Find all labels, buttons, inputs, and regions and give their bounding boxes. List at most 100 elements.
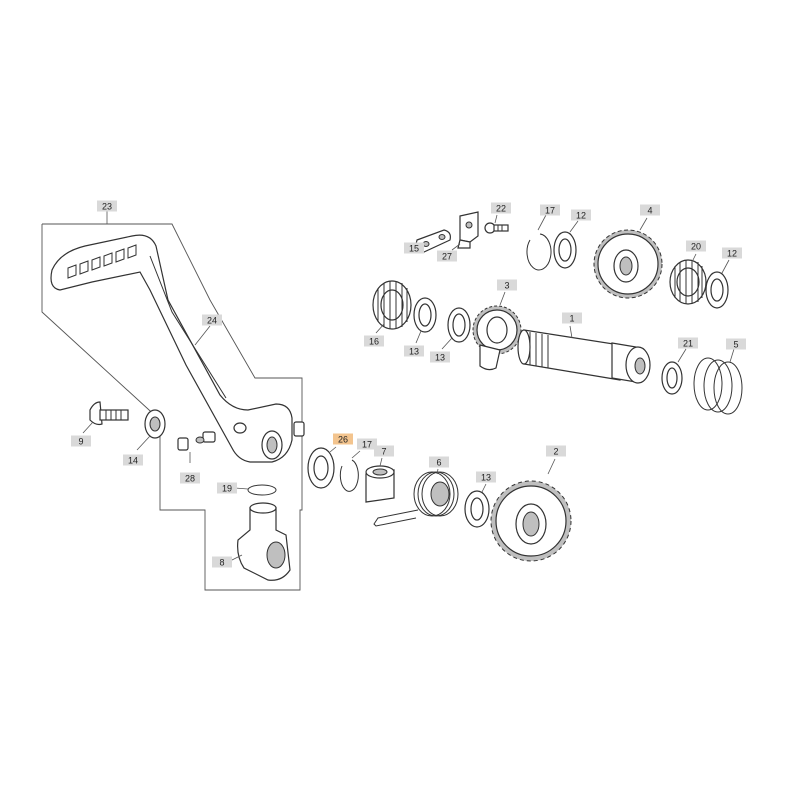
callout-number-27: 27: [442, 252, 452, 262]
callout-number-13b: 13: [435, 353, 445, 363]
callout-1: 1: [562, 312, 582, 324]
callout-box-23: [97, 200, 117, 212]
callout-box-24: [202, 314, 222, 326]
callout-22: 22: [491, 202, 511, 214]
callout-box-27: [437, 250, 457, 262]
kick-lever: [50, 234, 293, 463]
callout-9: 9: [71, 435, 91, 447]
callout-number-8: 8: [219, 558, 224, 568]
callout-16: 16: [364, 335, 384, 347]
callout-box-12b: [722, 247, 742, 259]
needle-bearing-20: [669, 253, 707, 305]
gear-4: [593, 217, 663, 299]
callout-15: 15: [404, 242, 424, 254]
callout-14: 14: [123, 454, 143, 466]
callout-number-21: 21: [683, 339, 693, 349]
callout-box-13c: [476, 471, 496, 483]
callout-box-12a: [571, 209, 591, 221]
callout-number-17a: 17: [545, 206, 555, 216]
screw-22: [484, 214, 509, 234]
callout-box-6: [429, 456, 449, 468]
callout-number-1: 1: [569, 314, 574, 324]
callout-5: 5: [726, 338, 746, 350]
callout-number-12b: 12: [727, 249, 737, 259]
callout-box-20: [686, 240, 706, 252]
callout-box-28: [180, 472, 200, 484]
callout-4: 4: [640, 204, 660, 216]
callout-labels: 1234567891212131313141516171719202122232…: [71, 200, 746, 568]
callout-number-5: 5: [733, 340, 738, 350]
callout-17b: 17: [357, 438, 377, 450]
callout-number-2: 2: [553, 447, 558, 457]
callout-12a: 12: [571, 209, 591, 221]
washer-13-left: [413, 297, 437, 344]
callout-box-5: [726, 338, 746, 350]
callout-8: 8: [212, 556, 232, 568]
callout-box-8: [212, 556, 232, 568]
washer-14: [136, 409, 166, 451]
callout-number-20: 20: [691, 242, 701, 252]
callout-20: 20: [686, 240, 706, 252]
washer-26: [307, 446, 337, 489]
callout-box-19: [217, 482, 237, 494]
callout-number-22: 22: [496, 204, 506, 214]
bush-7: [365, 457, 395, 503]
spring-5: [693, 348, 743, 415]
callout-number-6: 6: [436, 458, 441, 468]
callout-box-9: [71, 435, 91, 447]
callout-number-7: 7: [381, 447, 386, 457]
callout-23: 23: [97, 200, 117, 212]
callout-box-14: [123, 454, 143, 466]
callout-27: 27: [437, 250, 457, 262]
lever-grip-ridges: [67, 244, 137, 279]
washer-21: [661, 348, 687, 395]
bracket-27: [451, 211, 479, 251]
callout-number-26: 26: [338, 435, 348, 445]
callout-3: 3: [497, 279, 517, 291]
torsion-spring-6: [373, 468, 459, 527]
ratchet-3: [472, 291, 522, 371]
callout-13a: 13: [404, 345, 424, 357]
callout-number-9: 9: [78, 437, 83, 447]
callout-number-13c: 13: [481, 473, 491, 483]
callout-number-23: 23: [102, 202, 112, 212]
callout-box-17a: [540, 204, 560, 216]
callout-box-4: [640, 204, 660, 216]
gear-2: [490, 458, 572, 562]
callout-box-21: [678, 337, 698, 349]
callout-number-13a: 13: [409, 347, 419, 357]
callout-box-13a: [404, 345, 424, 357]
callout-6: 6: [429, 456, 449, 468]
callout-28: 28: [180, 472, 200, 484]
kick-hub-8: [229, 502, 291, 581]
callout-number-12a: 12: [576, 211, 586, 221]
callout-number-24: 24: [207, 316, 217, 326]
lever-pins: [177, 421, 305, 451]
callout-17a: 17: [540, 204, 560, 216]
callout-number-3: 3: [504, 281, 509, 291]
callout-number-28: 28: [185, 474, 195, 484]
callout-box-16: [364, 335, 384, 347]
callout-box-7: [374, 445, 394, 457]
callout-24: 24: [202, 314, 222, 326]
callout-7: 7: [374, 445, 394, 457]
callout-box-17b: [357, 438, 377, 450]
callout-21: 21: [678, 337, 698, 349]
shaft-1: [517, 325, 651, 384]
kick-lever-group: [41, 211, 305, 591]
callout-13c: 13: [476, 471, 496, 483]
callout-box-3: [497, 279, 517, 291]
callout-26: 26: [333, 433, 353, 445]
washer-13-right: [464, 483, 490, 528]
callout-box-22: [491, 202, 511, 214]
callout-box-15: [404, 242, 424, 254]
callout-2: 2: [546, 445, 566, 457]
callout-number-15: 15: [409, 244, 419, 254]
washer-12-top: [553, 220, 579, 269]
bolt-9: [82, 401, 129, 434]
callout-box-1: [562, 312, 582, 324]
callout-box-13b: [430, 351, 450, 363]
callout-number-14: 14: [128, 456, 138, 466]
